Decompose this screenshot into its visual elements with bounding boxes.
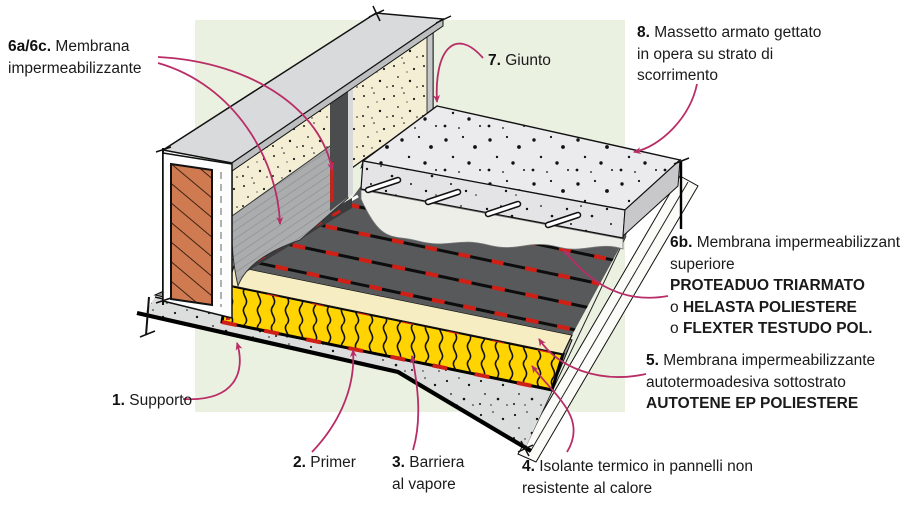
label-6b: 6b. Membrana impermeabilizzante superior…: [670, 232, 900, 340]
label-8-number: 8.: [637, 24, 650, 41]
arrow-6ac-a: [157, 56, 335, 171]
label-2-text: Primer: [310, 454, 356, 471]
label-1-number: 1.: [112, 392, 125, 409]
label-7-text: Giunto: [505, 52, 551, 69]
concrete-slab: [360, 104, 683, 250]
rebar-rods: [364, 176, 582, 229]
arrow-1: [182, 342, 243, 400]
label-7-number: 7.: [488, 52, 501, 69]
label-3-number: 3.: [392, 454, 405, 471]
section-cut-band: [517, 175, 699, 463]
label-3: 3. Barriera al vapore: [392, 452, 480, 495]
label-1-text: Supporto: [129, 392, 193, 409]
label-5: 5. Membrana impermeabilizzante autotermo…: [646, 350, 896, 415]
label-4-text: Isolante termico in pannelli non resiste…: [522, 458, 753, 497]
arrow-3: [409, 355, 420, 451]
label-5-number: 5.: [646, 352, 659, 369]
arrow-5: [538, 338, 647, 378]
label-3-text: Barriera al vapore: [392, 454, 465, 493]
label-6b-product-3: o FLEXTER TESTUDO POL.: [670, 320, 873, 337]
label-2-number: 2.: [293, 454, 306, 471]
membrane-upstand: [330, 86, 348, 211]
label-4-number: 4.: [522, 458, 535, 475]
label-5-product: AUTOTENE EP POLIESTERE: [646, 395, 859, 412]
tick-marks: [139, 5, 690, 457]
arrow-6ac-b: [157, 62, 284, 225]
label-6ac-number: 6a/6c.: [8, 38, 52, 55]
label-4: 4. Isolante termico in pannelli non resi…: [522, 456, 757, 499]
brick-hatch-face: [170, 162, 213, 307]
label-6b-product-1: PROTEADUO TRIARMATO: [670, 277, 865, 294]
label-1: 1. Supporto: [112, 390, 192, 412]
arrow-7: [433, 42, 484, 103]
wall-end-edge: [426, 25, 434, 118]
label-6ac: 6a/6c. Membrana impermeabilizzante: [8, 36, 183, 79]
label-8-text: Massetto armato gettato in opera su stra…: [637, 24, 822, 84]
arrow-6b: [563, 249, 669, 299]
slab-side-face: [622, 158, 681, 238]
label-6b-product-2: o HELASTA POLIESTERE: [670, 298, 857, 316]
arrow-2: [311, 349, 357, 453]
label-5-text: Membrana impermeabilizzante autotermoade…: [646, 352, 876, 391]
parapet-wall: [161, 12, 446, 305]
leader-arrows: [157, 42, 698, 453]
label-6ac-text: Membrana impermeabilizzante: [8, 38, 142, 77]
label-8: 8. Massetto armato gettato in opera su s…: [637, 22, 837, 87]
label-6b-number: 6b.: [670, 234, 693, 251]
label-2: 2. Primer: [293, 452, 356, 474]
brick-wall: [162, 152, 233, 319]
arrow-8: [633, 83, 698, 155]
arrow-4: [531, 365, 575, 453]
label-7: 7. Giunto: [488, 50, 551, 72]
label-6b-text: Membrana impermeabilizzante superiore: [670, 234, 900, 273]
